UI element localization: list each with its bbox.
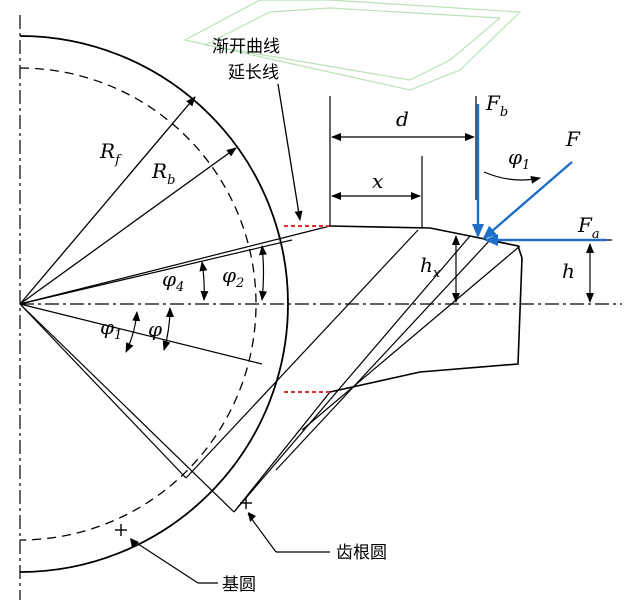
root-circle	[19, 35, 289, 573]
rays	[19, 225, 331, 513]
label-fb: Fb	[485, 91, 508, 120]
construction-lines	[185, 229, 521, 513]
watermark	[183, 0, 522, 91]
involute-extension-red	[284, 225, 330, 393]
label-d: d	[396, 107, 409, 131]
circle-label-leaders	[131, 513, 330, 584]
label-hx: hx	[420, 253, 441, 281]
label-h: h	[562, 259, 575, 283]
radius-rf-line	[19, 96, 196, 305]
label-phi4: φ4	[162, 267, 184, 295]
label-fa: Fa	[577, 213, 600, 242]
label-phi1-top: φ1	[508, 145, 530, 173]
label-involute-ext-2: 延长线	[228, 63, 279, 83]
phi1-top-arc	[483, 171, 541, 184]
radius-rb-line	[19, 147, 237, 305]
label-phi2: φ2	[222, 263, 244, 291]
dim-d	[329, 96, 477, 226]
tooth-profile	[329, 225, 523, 393]
angle-arcs	[125, 245, 267, 353]
label-x: x	[372, 169, 383, 193]
force-f-arrow	[482, 161, 573, 240]
dim-x	[331, 156, 423, 228]
label-involute-ext-1: 渐开曲线	[212, 37, 280, 57]
forces	[472, 104, 606, 246]
label-f: F	[565, 127, 581, 151]
involute-leader-arrow	[277, 83, 303, 221]
label-phi: φ	[148, 317, 162, 341]
label-base-circle: 基圆	[222, 575, 256, 595]
dim-h	[498, 239, 612, 303]
root-circle-leader-head	[248, 512, 256, 522]
cross-markers	[115, 497, 252, 536]
label-rf: Rf	[99, 139, 122, 168]
label-phi1: φ1	[100, 315, 122, 343]
label-root-circle: 齿根圆	[336, 543, 387, 563]
base-circle-leader-head	[130, 538, 139, 548]
label-rb: Rb	[151, 159, 175, 188]
